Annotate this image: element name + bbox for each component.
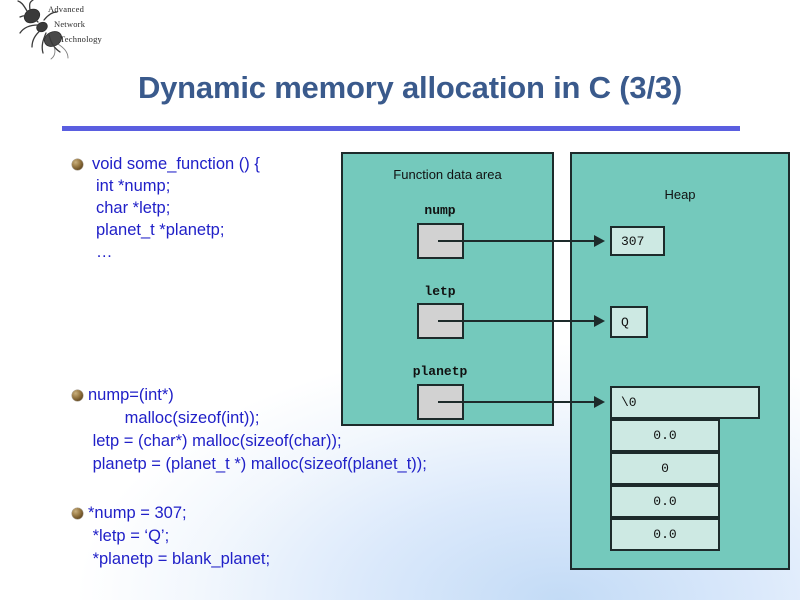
function-data-area-panel: Function data area xyxy=(341,152,554,426)
pointer-arrow-nump-head xyxy=(594,235,605,247)
bullet-block-2: nump=(int*) malloc(sizeof(int)); letp = … xyxy=(88,384,427,516)
bullet-1-line-2: int *nump; xyxy=(96,177,171,195)
pointer-arrow-letp-head xyxy=(594,315,605,327)
bullet-2-line-2: malloc(sizeof(int)); xyxy=(88,409,260,427)
heap-label: Heap xyxy=(664,187,696,202)
organization-logo: Advanced Network Technology xyxy=(10,0,122,62)
logo-line-2: Network xyxy=(54,19,86,29)
pointer-arrow-planetp-head xyxy=(594,396,605,408)
bullet-3-line-1: *nump = 307; xyxy=(88,504,187,522)
bullet-block-3: *nump = 307; *letp = ‘Q’; *planetp = bla… xyxy=(88,502,270,600)
heap-cell-planet-name: \0 xyxy=(610,386,760,419)
title-divider xyxy=(62,126,740,131)
function-data-area-label: Function data area xyxy=(393,167,502,182)
bullet-2-line-1: nump=(int*) xyxy=(88,386,174,404)
var-label-nump: nump xyxy=(424,203,456,218)
bullet-3-line-2: *letp = ‘Q’; xyxy=(88,527,170,545)
heap-cell-planet-field-1: 0.0 xyxy=(610,419,720,452)
ant-icon xyxy=(17,0,69,60)
heap-cell-int: 307 xyxy=(610,226,665,256)
heap-cell-char: Q xyxy=(610,306,648,338)
bullet-1-line-3: char *letp; xyxy=(96,199,171,217)
bullet-marker-1 xyxy=(72,159,83,170)
bullet-3-line-3: *planetp = blank_planet; xyxy=(88,550,271,568)
heap-cell-planet-field-2: 0 xyxy=(610,452,720,485)
bullet-block-1: void some_function () { int *nump; char … xyxy=(92,153,260,307)
bullet-2-line-4: planetp = (planet_t *) malloc(sizeof(pla… xyxy=(88,455,427,473)
bullet-marker-3 xyxy=(72,508,83,519)
pointer-arrow-nump-line xyxy=(438,240,596,242)
logo-line-1: Advanced xyxy=(48,4,85,14)
bullet-1-line-5: … xyxy=(96,243,113,261)
bullet-1-line-1: void some_function () { xyxy=(92,155,260,173)
logo-line-3: Technology xyxy=(60,34,103,44)
heap-cell-planet-field-3: 0.0 xyxy=(610,485,720,518)
pointer-arrow-letp-line xyxy=(438,320,596,322)
logo-wordmark: Advanced Network Technology xyxy=(48,2,128,47)
var-label-planetp: planetp xyxy=(412,364,468,379)
bullet-2-line-3: letp = (char*) malloc(sizeof(char)); xyxy=(88,432,342,450)
bullet-marker-2 xyxy=(72,390,83,401)
pointer-arrow-planetp-line xyxy=(438,401,596,403)
heap-cell-planet-field-4: 0.0 xyxy=(610,518,720,551)
slide-title: Dynamic memory allocation in C (3/3) xyxy=(137,70,683,105)
var-label-letp: letp xyxy=(424,284,456,299)
bullet-1-line-4: planet_t *planetp; xyxy=(96,221,225,239)
